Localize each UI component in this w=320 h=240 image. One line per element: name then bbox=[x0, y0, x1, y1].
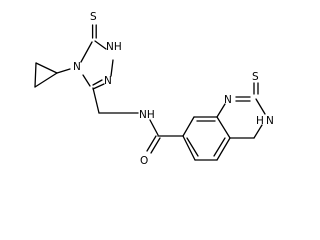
bond-c6-c7 bbox=[182, 135, 196, 161]
atom-nh-amide: NH bbox=[139, 109, 155, 121]
bond-nh-c bbox=[149, 119, 159, 136]
bond-c-o-double bbox=[150, 137, 161, 154]
structure-diagram: S NH N N NH O N S N H bbox=[34, 11, 274, 167]
atom-n2-triazole: N bbox=[104, 75, 112, 87]
bond-c8a-n1 bbox=[216, 103, 226, 118]
atom-n3-quinazoline: N bbox=[266, 115, 274, 127]
bond-n3-c4 bbox=[253, 124, 263, 139]
bond-n2-c3 bbox=[92, 83, 105, 90]
atom-n4-triazole: N bbox=[73, 61, 81, 73]
bond-c-o bbox=[146, 135, 157, 152]
bond-n4-c5 bbox=[80, 41, 93, 63]
atom-o-amide: O bbox=[140, 155, 148, 167]
atom-n1-quinazoline: N bbox=[224, 94, 232, 106]
bond-c4a-c5-double bbox=[213, 137, 226, 157]
bond-c2-n3 bbox=[255, 98, 266, 115]
bond-cp2-cp3 bbox=[34, 62, 37, 88]
bond-c3-n4 bbox=[82, 74, 91, 87]
atom-s-triazole: S bbox=[90, 11, 97, 23]
atom-h-quinazoline: H bbox=[256, 115, 264, 127]
bond-c7-c8 bbox=[182, 116, 195, 137]
bonds bbox=[34, 24, 266, 161]
bond-cp1-cp2 bbox=[35, 62, 58, 74]
bond-cp3-cp1 bbox=[34, 72, 58, 88]
atom-labels: S NH N N NH O N S N H bbox=[73, 11, 274, 167]
bond-n4-cp1 bbox=[56, 68, 71, 74]
atom-nh-triazole: NH bbox=[106, 41, 122, 53]
bond-c3-ch2 bbox=[92, 87, 100, 114]
bond-c8a-c4a bbox=[216, 116, 231, 139]
bond-n1-n2 bbox=[110, 59, 114, 77]
molecule-canvas: S NH N N NH O N S N H bbox=[34, 11, 274, 167]
bond-n2-c3-double bbox=[92, 79, 103, 86]
bond-c4a-c5 bbox=[216, 137, 231, 161]
bond-c6-c7-double bbox=[186, 137, 199, 157]
atom-s-quinazoline: S bbox=[252, 71, 259, 83]
bond-c5-n1 bbox=[94, 40, 107, 50]
